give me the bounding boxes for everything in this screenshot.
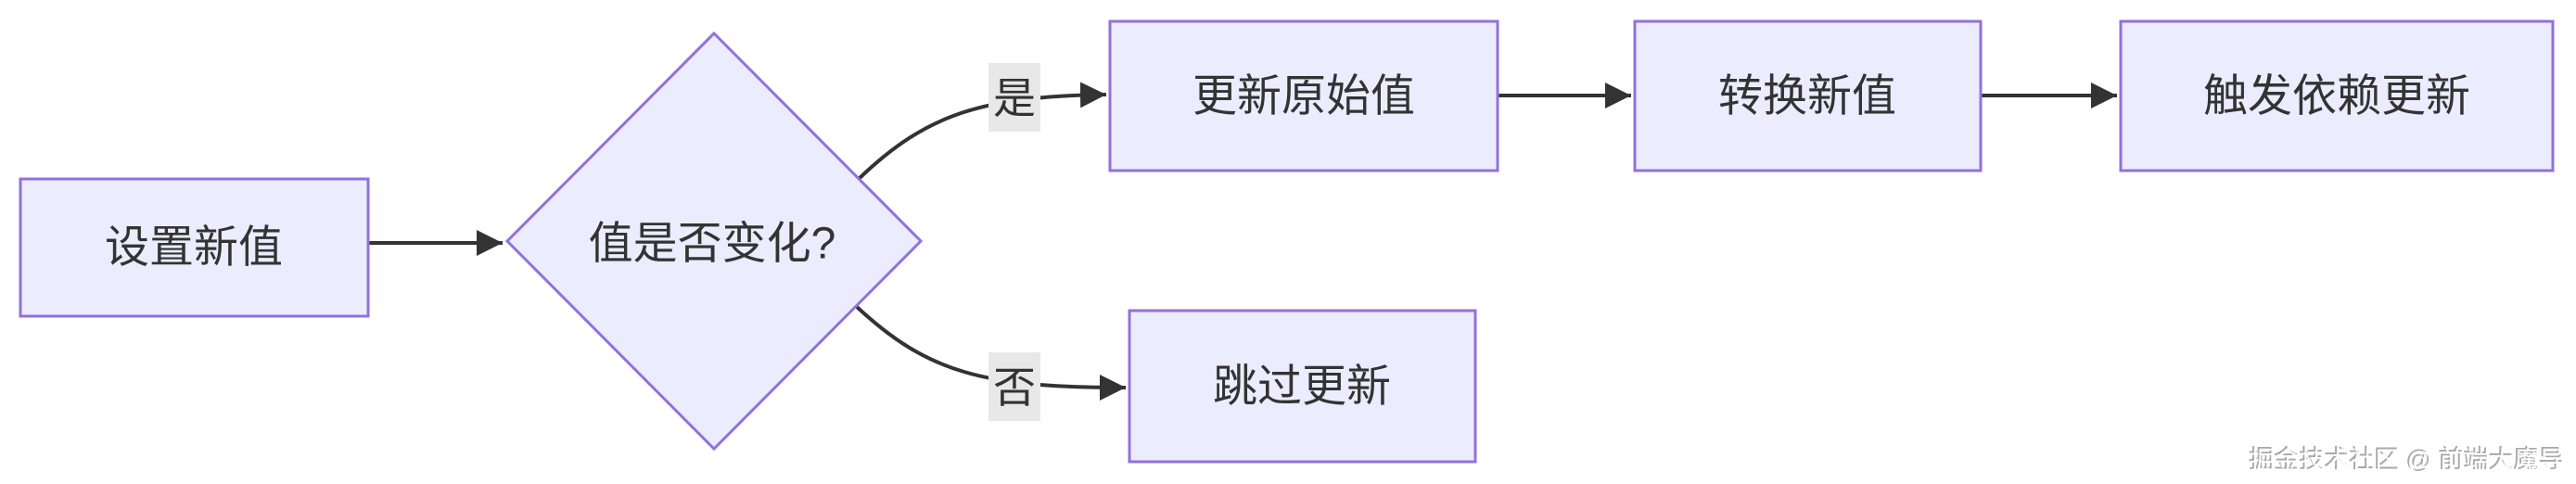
node-convert-new-label: 转换新值: [1718, 72, 1896, 121]
watermark-shadow-text: 掘金技术社区 @ 前端大魔导: [2249, 445, 2563, 473]
node-value-changed-shape: [504, 31, 924, 452]
node-skip-update-shape: [1128, 309, 1477, 464]
node-value-changed: 值是否变化?: [504, 31, 924, 452]
watermark: 掘金技术社区 @ 前端大魔导 掘金技术社区 @ 前端大魔导: [2249, 445, 2565, 475]
edge-label-yes-background: [988, 63, 1040, 132]
node-update-original-shape: [1108, 19, 1499, 172]
node-convert-new: 转换新值: [1633, 19, 1983, 172]
edge-decision-no-to-skip: [854, 304, 1127, 401]
node-skip-update: 跳过更新: [1128, 309, 1477, 464]
node-skip-update-label: 跳过更新: [1213, 363, 1391, 412]
edge-label-no: 否: [988, 352, 1040, 421]
edge-decision-yes-to-update: [857, 82, 1107, 181]
node-value-changed-label: 值是否变化?: [589, 220, 836, 269]
edge-label-yes-text: 是: [993, 74, 1036, 122]
node-set-new-value: 设置新值: [19, 177, 370, 318]
node-trigger-deps-shape: [2119, 19, 2555, 172]
edge-label-no-background: [988, 352, 1040, 421]
node-trigger-deps: 触发依赖更新: [2119, 19, 2555, 172]
edge-label-no-text: 否: [993, 363, 1036, 412]
node-set-new-value-shape: [19, 177, 370, 318]
node-update-original: 更新原始值: [1108, 19, 1499, 172]
node-update-original-label: 更新原始值: [1192, 72, 1415, 121]
edge-label-yes: 是: [988, 63, 1040, 132]
node-trigger-deps-label: 触发依赖更新: [2203, 72, 2470, 121]
node-convert-new-shape: [1633, 19, 1983, 172]
node-set-new-value-label: 设置新值: [105, 223, 283, 273]
watermark-front-text: 掘金技术社区 @ 前端大魔导: [2251, 447, 2565, 475]
